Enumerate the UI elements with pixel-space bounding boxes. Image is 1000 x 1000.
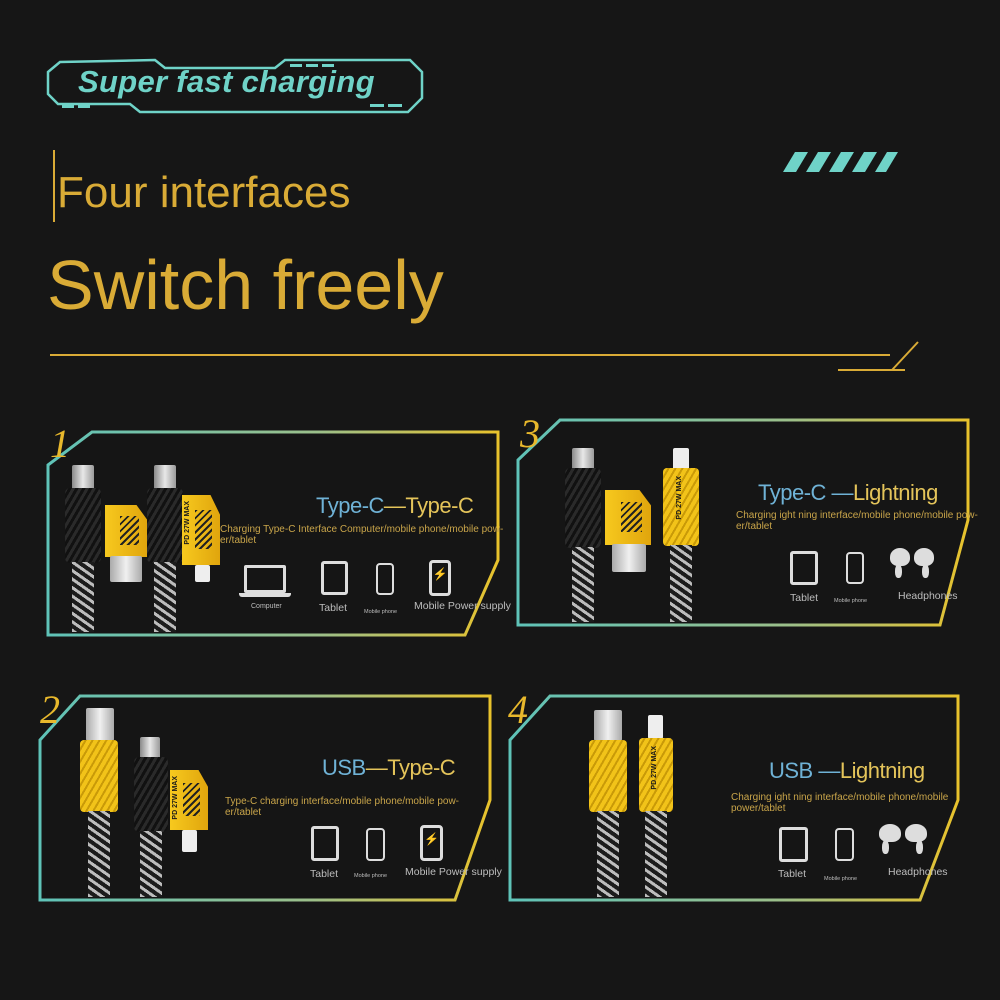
badge-frame (46, 58, 424, 114)
panel-3-frame (516, 418, 970, 627)
panel-title: USB—Type-C (322, 755, 456, 780)
device-label: Tablet (778, 868, 807, 880)
panel-title: Type-C —Lightning (758, 480, 938, 505)
panel-number: 1 (50, 421, 70, 466)
product-label: PD 27W MAX (184, 501, 191, 545)
tablet-icon (321, 561, 348, 595)
laptop-icon (244, 565, 286, 593)
device-label: Mobile phone (824, 876, 858, 882)
device-label: Tablet (790, 592, 819, 604)
device-label: Headphones (888, 866, 948, 878)
tablet-icon (790, 551, 818, 585)
power-bank-icon: ⚡ (429, 560, 451, 596)
phone-icon (835, 828, 854, 861)
device-label: Mobile Power supply (414, 600, 511, 612)
badge-title: Super fast charging (78, 64, 375, 99)
tablet-icon (311, 826, 339, 861)
panel-number: 3 (520, 411, 540, 456)
headline-switch-freely: Switch freely (47, 246, 444, 324)
device-label: Computer (251, 603, 282, 610)
panel-title: USB —Lightning (769, 758, 925, 783)
product-label: PD 27W MAX (172, 776, 179, 820)
panel-description: Type-C charging interface/mobile phone/m… (225, 796, 460, 818)
device-label: Mobile Power supply (405, 866, 502, 878)
phone-icon (376, 563, 394, 595)
tablet-icon (779, 827, 808, 862)
product-label: PD 27W MAX (651, 746, 658, 790)
phone-icon (366, 828, 385, 861)
device-label: Headphones (898, 590, 958, 602)
device-label: Mobile phone (834, 598, 868, 604)
product-label: PD 27W MAX (676, 476, 683, 520)
phone-icon (846, 552, 864, 584)
power-bank-icon: ⚡ (420, 825, 443, 861)
device-label: Tablet (319, 602, 348, 614)
panel-description: Charging Type-C Interface Computer/mobil… (220, 524, 504, 546)
panel-title: Type-C—Type-C (316, 493, 474, 518)
panel-description: Charging ight ning interface/mobile phon… (731, 792, 949, 814)
panel-number: 2 (40, 687, 60, 732)
device-label: Mobile phone (354, 873, 388, 879)
stripes (783, 152, 898, 172)
device-label: Mobile phone (364, 609, 398, 615)
panel-description: Charging ight ning interface/mobile phon… (736, 510, 978, 532)
panel-number: 4 (508, 687, 528, 732)
laptop-base (239, 593, 291, 597)
headline-four-interfaces: Four interfaces (57, 168, 351, 217)
device-label: Tablet (310, 868, 339, 880)
